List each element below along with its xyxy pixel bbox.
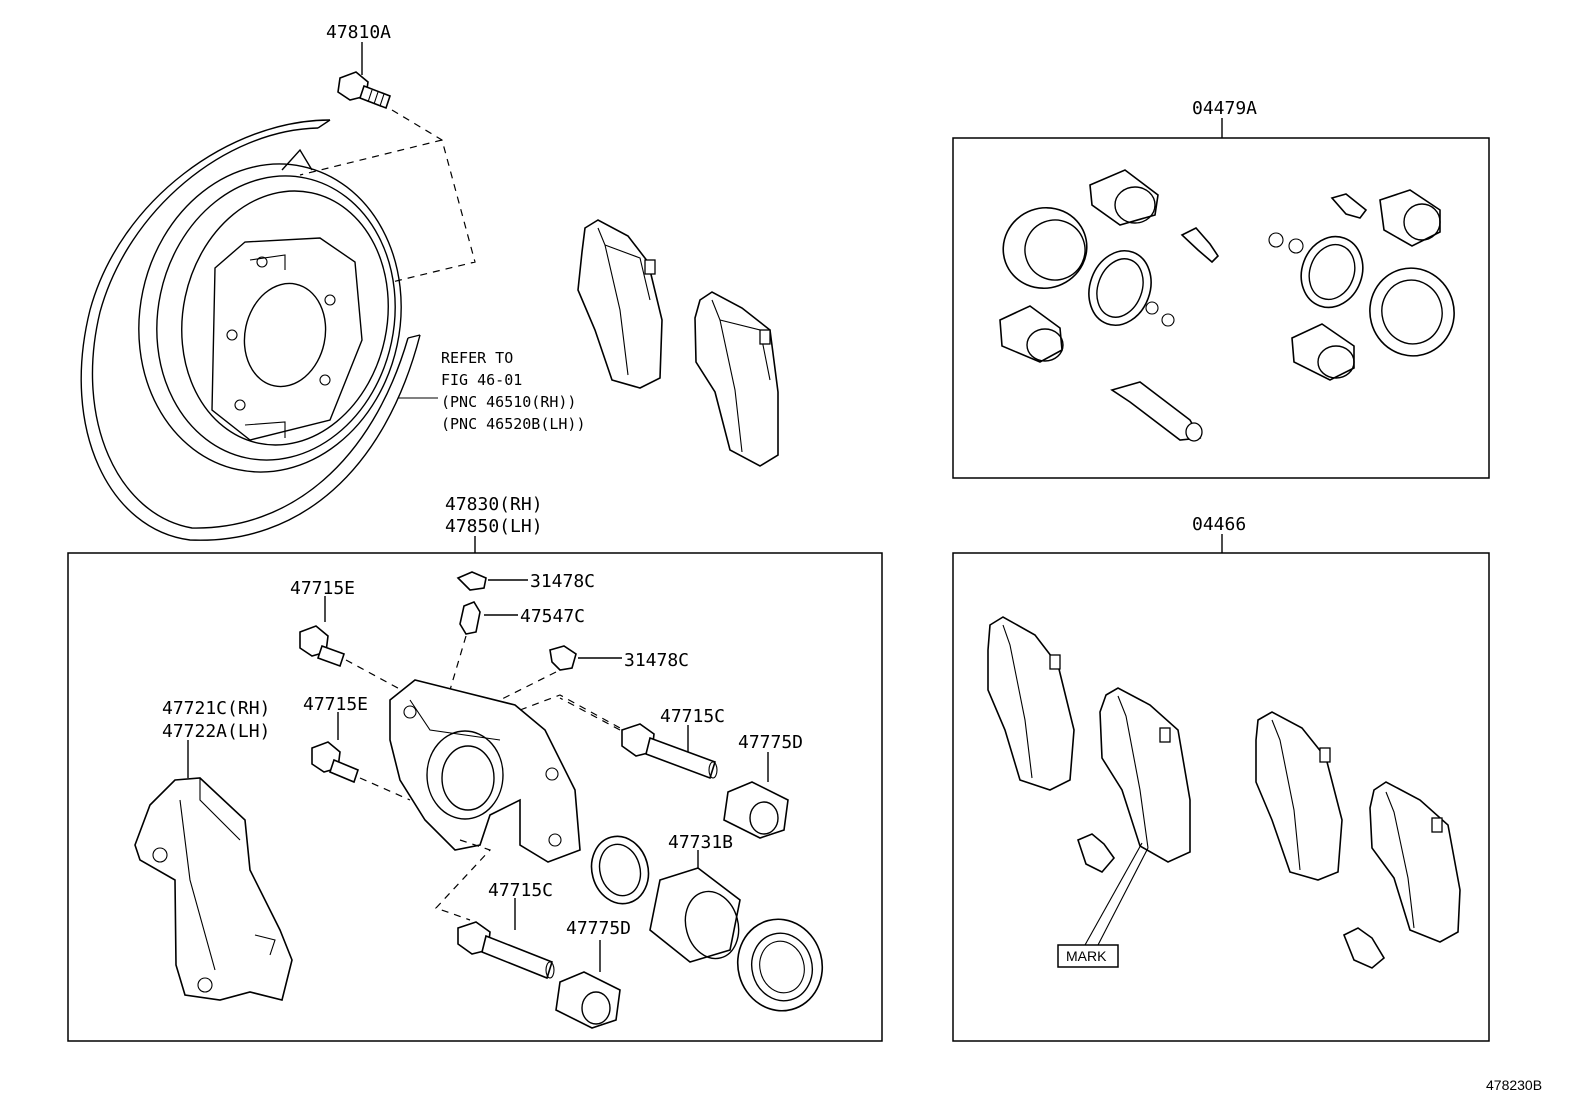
- label-slide-pin-top: 47715C: [660, 706, 725, 727]
- bleeder-cap-second-part: [499, 645, 622, 701]
- bleeder-cap-top-part: [456, 571, 528, 591]
- cylinder-boot-part: [736, 918, 824, 1012]
- boot-bottom-part: [555, 940, 621, 1029]
- pad-kit-contents: [987, 616, 1461, 969]
- cylinder-kit-box: [952, 137, 1490, 479]
- refer-text-line-2: FIG 46-01: [441, 371, 522, 389]
- label-slide-pin-bottom: 47715C: [488, 880, 553, 901]
- label-caliper-lh: 47850(LH): [445, 516, 543, 537]
- dust-shield-assembly: [80, 119, 421, 541]
- boot-top-part: [723, 752, 789, 839]
- label-boot-top: 47775D: [738, 732, 803, 753]
- label-cylinder-kit: 04479A: [1192, 98, 1257, 119]
- label-pad-kit: 04466: [1192, 514, 1246, 535]
- label-bleeder-plug: 47547C: [520, 606, 585, 627]
- label-bleeder-cap-top: 31478C: [530, 571, 595, 592]
- slide-pin-bottom-part: [457, 898, 555, 980]
- shield-bolt-part: [299, 42, 476, 283]
- refer-text-line-1: REFER TO: [441, 349, 513, 367]
- guide-bolt-a-part: [299, 596, 421, 701]
- piston-part: [649, 850, 741, 963]
- caliper-mounting-part: [134, 740, 293, 1001]
- bleeder-plug-part: [449, 601, 518, 691]
- label-guide-bolt-b: 47715E: [303, 694, 368, 715]
- label-mounting-lh: 47722A(LH): [162, 721, 270, 742]
- label-shield-bolt: 47810A: [326, 22, 391, 43]
- figure-code: 478230B: [1486, 1077, 1542, 1093]
- label-guide-bolt-a: 47715E: [290, 578, 355, 599]
- caliper-body-part: [389, 679, 621, 921]
- label-bleeder-cap-second: 31478C: [624, 650, 689, 671]
- label-mounting-rh: 47721C(RH): [162, 698, 270, 719]
- refer-text-line-3: (PNC 46510(RH)): [441, 393, 576, 411]
- loose-brake-pads: [577, 219, 779, 467]
- cylinder-kit-contents: [999, 169, 1455, 442]
- refer-text-line-4: (PNC 46520B(LH)): [441, 415, 586, 433]
- pad-kit-box: [952, 552, 1490, 1042]
- mark-label-box: [1057, 944, 1119, 968]
- guide-bolt-b-part: [311, 712, 411, 801]
- label-mark: MARK: [1066, 948, 1107, 964]
- slide-pin-top-part: [559, 697, 718, 780]
- label-caliper-rh: 47830(RH): [445, 494, 543, 515]
- label-piston: 47731B: [668, 832, 733, 853]
- label-boot-bottom: 47775D: [566, 918, 631, 939]
- piston-seal-part: [590, 835, 650, 905]
